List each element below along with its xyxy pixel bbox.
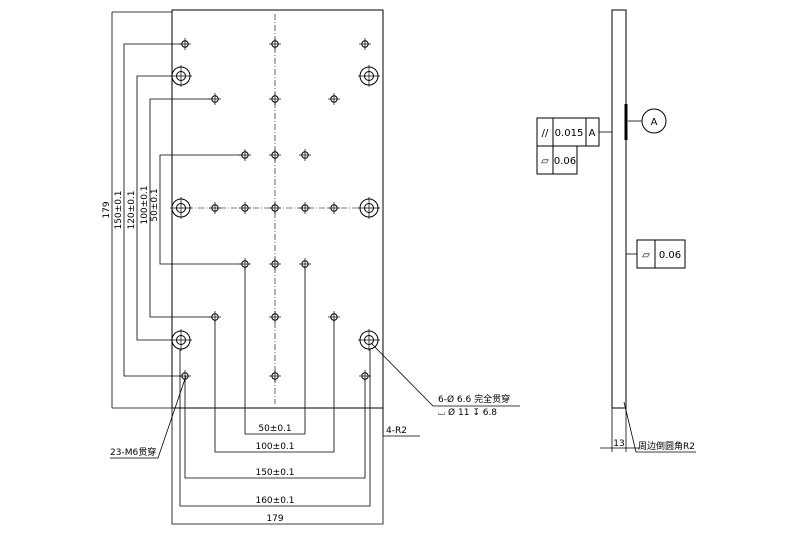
tapped-hole <box>179 370 191 382</box>
bottom-dimension-leaders <box>171 264 384 525</box>
thickness-dimension: 13 <box>613 439 624 449</box>
tapped-hole <box>239 258 251 270</box>
datum-a-bubble <box>641 108 667 134</box>
counterbore-hole <box>170 65 192 87</box>
tapped-hole <box>269 93 281 105</box>
counterbore-hole <box>170 329 192 351</box>
tapped-hole <box>269 370 281 382</box>
parallelism-datum: A <box>589 128 596 139</box>
dim-text-150-left: 150±0.1 <box>114 190 124 229</box>
counterbored-holes <box>170 65 380 351</box>
dim-text-50-left: 50±0.1 <box>150 188 160 221</box>
tapped-hole <box>359 38 371 50</box>
edge-fillet-leader <box>623 401 696 453</box>
side-view-outline <box>611 9 627 409</box>
edge-fillet-callout: 周边倒圆角R2 <box>638 440 695 452</box>
tapped-hole <box>299 202 311 214</box>
flatness-value-top: 0.06 <box>554 156 576 167</box>
tapped-hole <box>269 258 281 270</box>
tapped-holes <box>179 38 371 382</box>
flatness-frame-side: ▱ 0.06 <box>626 239 686 269</box>
counterbore-callout: ⌴ Ø 11 ↧ 6.8 <box>438 407 497 418</box>
parallelism-frame: // 0.015 A <box>536 117 612 147</box>
through-hole-callout: 6-Ø 6.6 完全贯穿 <box>438 393 510 405</box>
counterbore-hole <box>358 65 380 87</box>
counterbore-hole <box>358 197 380 219</box>
tapped-hole <box>269 38 281 50</box>
tapped-hole <box>328 202 340 214</box>
flatness-value-side: 0.06 <box>659 250 681 261</box>
flatness-frame-top: ▱ 0.06 <box>536 145 578 175</box>
tapped-hole-leader <box>110 375 187 459</box>
through-hole-leader <box>370 342 520 407</box>
tapped-hole <box>209 93 221 105</box>
parallelism-value: 0.015 <box>555 128 584 139</box>
corner-radius-callout: 4-R2 <box>386 426 407 436</box>
tapped-hole <box>328 93 340 105</box>
dim-text-179-left: 179 <box>102 201 112 218</box>
tapped-hole <box>299 149 311 161</box>
tapped-hole-callout: 23-M6贯穿 <box>110 446 156 458</box>
flatness-symbol-top: ▱ <box>541 156 549 167</box>
tapped-hole <box>209 311 221 323</box>
tapped-hole <box>239 149 251 161</box>
tapped-hole <box>269 202 281 214</box>
datum-a-label: A <box>651 117 658 128</box>
dim-text-160-bottom: 160±0.1 <box>255 496 294 506</box>
counterbore-hole <box>358 329 380 351</box>
tapped-hole <box>239 202 251 214</box>
dim-text-179-bottom: 179 <box>266 514 283 524</box>
tapped-hole <box>359 370 371 382</box>
tapped-hole <box>328 311 340 323</box>
tapped-hole <box>269 149 281 161</box>
side-view: A // 0.015 A ▱ 0.06 ▱ 0.06 1 <box>536 9 696 453</box>
dim-text-150-bottom: 150±0.1 <box>255 468 294 478</box>
parallelism-symbol: // <box>542 128 549 139</box>
dim-text-100-left: 100±0.1 <box>140 185 150 224</box>
front-view-labels: 50±0.1 100±0.1 150±0.1 160±0.1 179 179 1… <box>102 185 520 524</box>
flatness-symbol-side: ▱ <box>642 250 650 261</box>
front-view <box>111 9 384 525</box>
tapped-hole <box>179 38 191 50</box>
tapped-hole <box>269 311 281 323</box>
dim-text-120-left: 120±0.1 <box>127 190 137 229</box>
left-dimension-leaders <box>111 11 243 409</box>
counterbore-hole <box>170 197 192 219</box>
corner-radius-leader <box>382 408 420 437</box>
tapped-hole <box>209 202 221 214</box>
dim-text-100-bottom: 100±0.1 <box>255 442 294 452</box>
tapped-hole <box>299 258 311 270</box>
dim-text-50-bottom: 50±0.1 <box>258 424 291 434</box>
